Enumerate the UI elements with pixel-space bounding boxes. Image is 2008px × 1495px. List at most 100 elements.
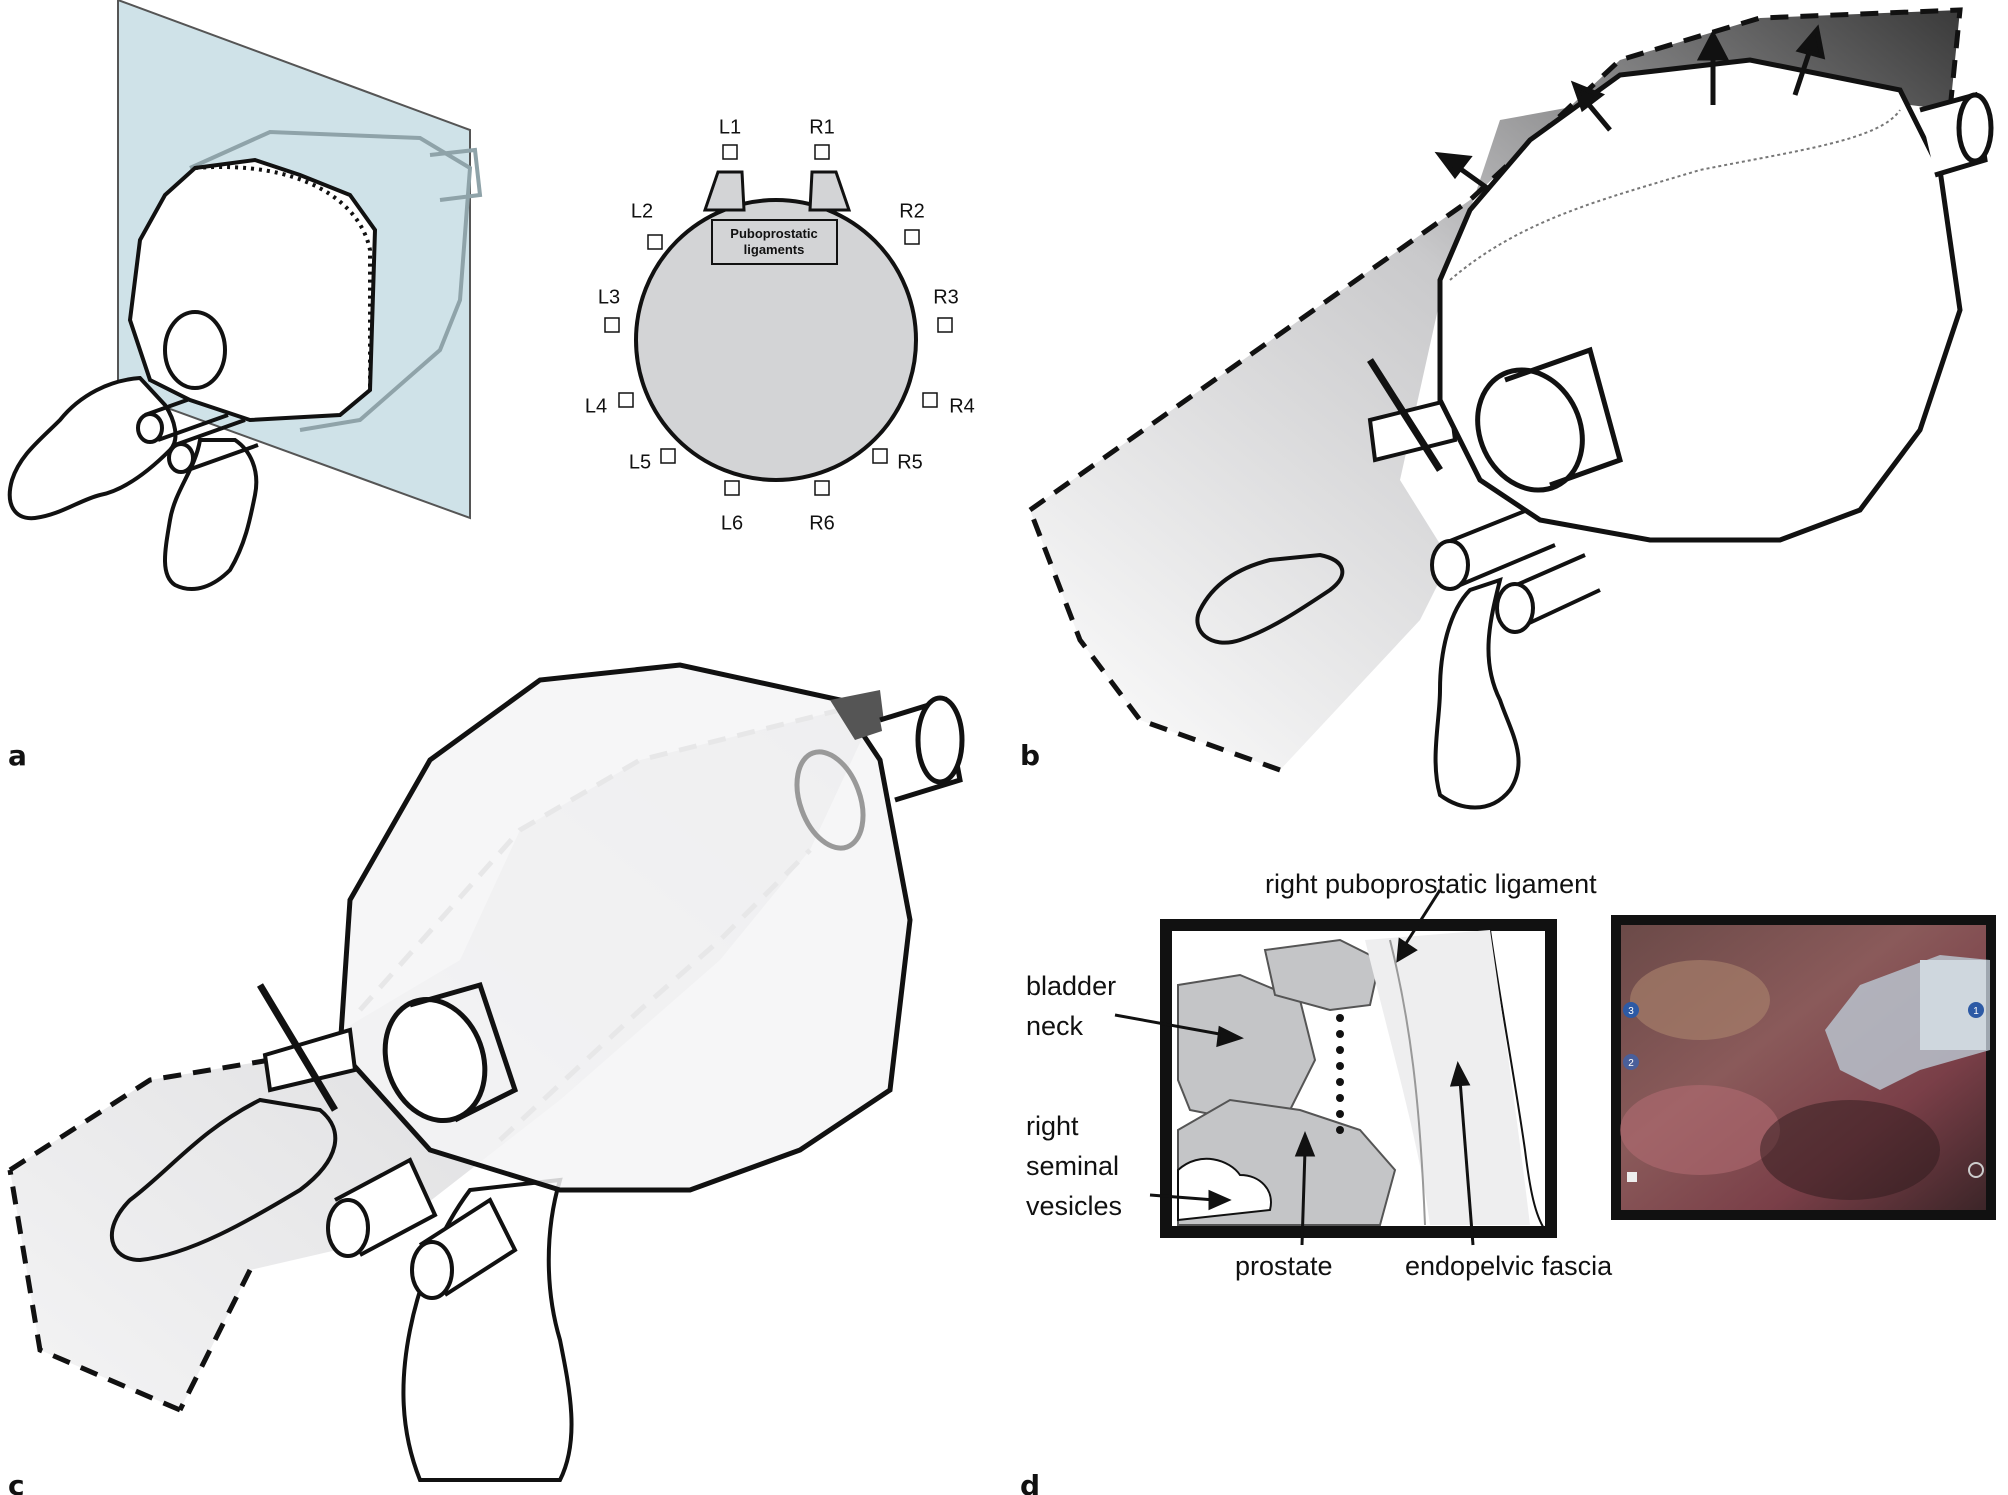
tissue-highlight-2 [1620, 1085, 1780, 1175]
endoscopic-image: 3 2 1 [1611, 915, 1996, 1220]
clock-marker-l1 [722, 144, 738, 160]
ligament-label-line1: Puboprostatic [730, 226, 817, 241]
label-prostate: prostate [1235, 1251, 1333, 1281]
panel-label-b: b [1020, 739, 1040, 772]
pointer-arrows-d [1114, 889, 1475, 1246]
vas-deferens-left-end [136, 412, 164, 444]
clock-label-r4: R4 [949, 395, 975, 417]
seminal-vesicle-b2 [1433, 576, 1521, 810]
clock-label-l1: L1 [719, 116, 741, 138]
clock-marker-l4 [618, 392, 634, 408]
tissue-highlight-1 [1630, 960, 1770, 1040]
arrow-seminal-head [1208, 1189, 1232, 1211]
clock-marker-l3 [604, 317, 620, 333]
dotted-incision-d [1336, 1014, 1344, 1134]
fascia-inner-line [1389, 939, 1426, 1226]
panel-c-drawing [7, 662, 965, 1482]
urethra-cylinder-a [163, 310, 227, 390]
panel-d: right puboprostatic ligament bladder nec… [1026, 869, 1996, 1281]
clock-marker-r6 [814, 480, 830, 496]
ligament-region [1263, 938, 1382, 1012]
traction-arrows [1434, 24, 1826, 193]
endoscope-icon-3 [1623, 1002, 1639, 1018]
vas-b2-end [1495, 582, 1535, 634]
ligament-right [808, 170, 852, 212]
bladder-front [127, 157, 378, 423]
clock-marker-l6 [724, 480, 740, 496]
play-icon [1627, 1172, 1637, 1182]
arrow-4 [1792, 49, 1813, 96]
clock-label-r1: R1 [809, 116, 835, 138]
cut-mark-b [1367, 358, 1443, 472]
arrow-fascia-head [1449, 1061, 1471, 1087]
right-tube-b-end [1956, 92, 1994, 164]
label-bladder: bladder [1026, 971, 1116, 1001]
label-right: right [1026, 1111, 1079, 1141]
urethra-cylinder-b-body [1504, 346, 1624, 488]
ligament-left [702, 170, 746, 212]
panel-label-d: d [1020, 1469, 1040, 1495]
arrow-seminal [1149, 1193, 1216, 1202]
clock-label-r3: R3 [933, 286, 959, 308]
arrow-fascia [1458, 1079, 1475, 1246]
vas-deferens-right-end [167, 442, 195, 474]
ligament-label-line2: ligaments [744, 242, 805, 257]
clock-label-l5: L5 [629, 451, 651, 473]
prostate-circle [634, 198, 918, 482]
tube-c1-end [326, 1198, 370, 1258]
arrow-3-head [1696, 29, 1730, 61]
gradient-region-b [1030, 10, 1960, 770]
clock-label-r2: R2 [899, 200, 925, 222]
seminal-vesicle-c1 [110, 1097, 338, 1263]
cut-mark-c [256, 983, 339, 1112]
clock-label-l3: L3 [598, 286, 620, 308]
clock-marker-r1 [814, 144, 830, 160]
panel-b-drawing [1027, 7, 1994, 810]
panel-label-c: c [8, 1469, 25, 1495]
endoscope-icon-2 [1623, 1054, 1639, 1070]
panel-a-drawing [7, 0, 483, 591]
clock-marker-r5 [872, 448, 888, 464]
dashed-outline-b [1027, 7, 1963, 773]
stub-c [262, 1027, 358, 1093]
urethra-cylinder-b [1475, 367, 1585, 493]
tube-c2-end [410, 1240, 454, 1300]
tissue-dark [1760, 1100, 1940, 1200]
arrow-ligament-head [1396, 937, 1418, 963]
label-seminal: seminal [1026, 1151, 1119, 1181]
ghost-cylinder-c [794, 749, 866, 851]
dark-cap-c [830, 690, 885, 740]
urethra-cylinder-c-body [409, 981, 519, 1123]
dissection-dotted-line [194, 165, 372, 390]
clock-label-l2: L2 [631, 200, 653, 222]
arrow-ligament [1403, 889, 1442, 946]
endoscope-icon-3-label: 3 [1628, 1006, 1634, 1017]
arrow-bladder-neck [1114, 1013, 1226, 1037]
endoscope-icon-1 [1968, 1002, 1984, 1018]
arrow-2-head [1570, 80, 1606, 113]
seminal-vesicle-b1 [1195, 552, 1345, 645]
arrow-4-head [1795, 24, 1826, 60]
right-tube-c-end [915, 695, 965, 785]
clock-marker-l5 [660, 448, 676, 464]
ghost-bladder-outline [189, 129, 473, 432]
fascia-shading [1365, 930, 1530, 1225]
clock-label-l6: L6 [721, 512, 743, 534]
clock-marker-r3 [937, 317, 953, 333]
arrow-1-head [1434, 151, 1473, 180]
seminal-vesicle-right [163, 438, 259, 591]
seminal-vesicle-region [1177, 1157, 1272, 1222]
dashed-outline-c [7, 1052, 301, 1413]
clock-marker-r2 [904, 229, 920, 245]
clock-label-r5: R5 [897, 451, 923, 473]
label-endopelvic-fascia: endopelvic fascia [1405, 1251, 1613, 1281]
vas-b1-end [1430, 539, 1470, 591]
label-right-puboprostatic-ligament: right puboprostatic ligament [1265, 869, 1597, 899]
label-neck: neck [1026, 1011, 1084, 1041]
clock-diagram: Puboprostatic ligaments L1L2L3L4L5L6R1R2… [585, 116, 975, 534]
panel-label-a: a [8, 739, 27, 772]
arrow-prostate [1300, 1149, 1307, 1246]
